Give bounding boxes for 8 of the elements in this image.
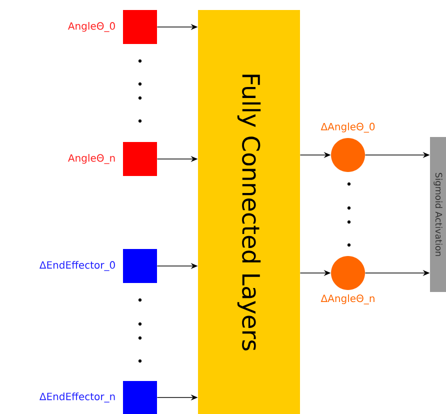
- node-label: ΔAngleΘ_0: [320, 122, 375, 133]
- node-label: ΔEndEffector_n: [40, 392, 115, 402]
- node-label: ΔAngleΘ_n: [320, 294, 374, 304]
- node-label: ΔEndEffector_0: [39, 261, 115, 271]
- node-label: AngleΘ_0: [68, 22, 115, 32]
- activation-box: Sigmoid Activation: [430, 137, 446, 292]
- layer-box: Fully Connected Layers: [198, 10, 300, 414]
- node-label: AngleΘ_n: [68, 154, 115, 164]
